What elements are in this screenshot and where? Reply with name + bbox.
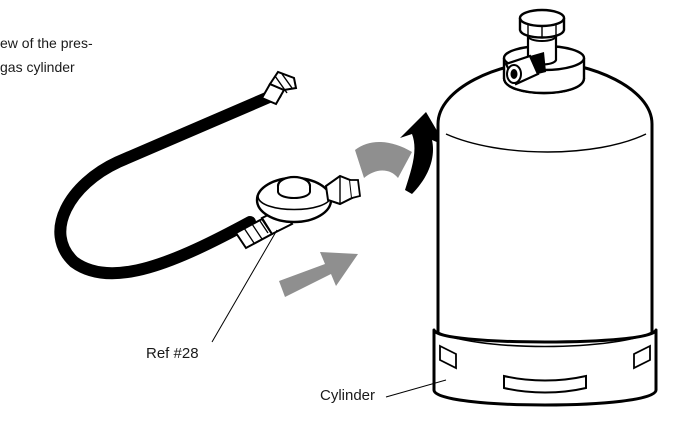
cylinder-foot-ring: [432, 328, 658, 407]
caption-line-2: gas cylinder: [0, 59, 75, 75]
caption-line-1: ew of the pres-: [0, 35, 93, 51]
regulator-label: Ref #28: [146, 345, 199, 362]
cylinder-label: Cylinder: [320, 387, 376, 404]
regulator-leader-line: [211, 229, 278, 343]
cylinder-valve: [504, 8, 566, 86]
pressure-regulator: [255, 174, 361, 236]
cylinder-leader-line: [385, 379, 447, 398]
gas-cylinder: [432, 8, 658, 407]
hose-end-fitting: [260, 70, 298, 106]
figure-caption: ew of the pres- gas cylinder: [0, 31, 93, 79]
curved-arrow: [355, 112, 446, 194]
straight-arrow: [279, 252, 358, 297]
hose: [54, 70, 298, 280]
